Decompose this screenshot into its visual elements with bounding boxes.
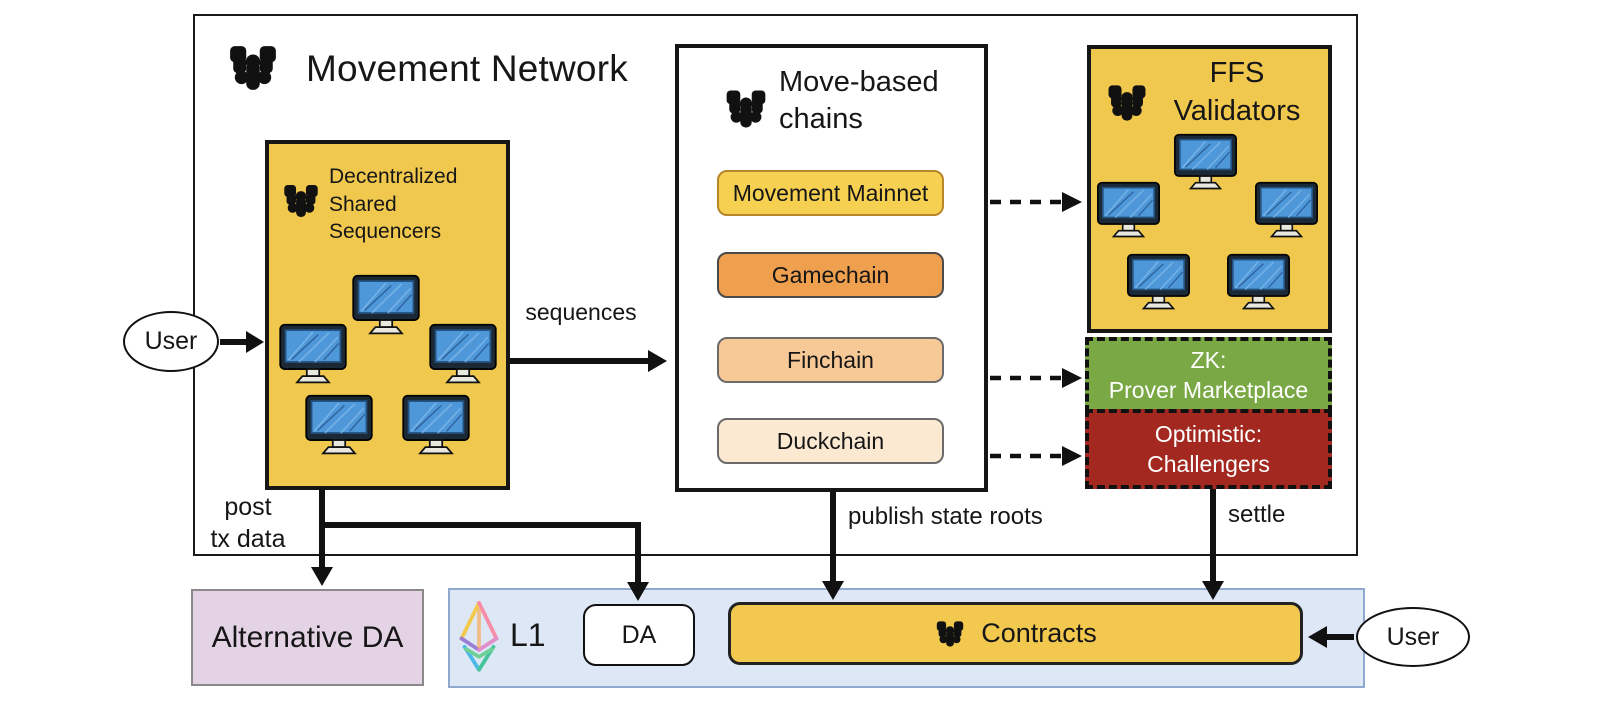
chain-label: Finchain: [787, 346, 874, 373]
chain-duckchain: Duckchain: [717, 418, 944, 464]
da-label: DA: [621, 620, 657, 649]
settle-edge-label: settle: [1228, 501, 1286, 528]
movement-logo-icon: [1105, 82, 1149, 124]
page-title: Movement Network: [306, 48, 628, 89]
publish-state-roots-edge-label: publish state roots: [848, 503, 1043, 530]
computer-monitor-icon: [303, 394, 375, 456]
computer-monitor-icon: [400, 394, 472, 456]
zk-label-line2: Prover Marketplace: [1108, 377, 1309, 403]
post-tx-data-edge-label: post tx data: [198, 492, 298, 555]
move-chains-box: Move-based chains Movement Mainnet Gamec…: [675, 44, 988, 492]
zk-prover-marketplace-box: ZK: Prover Marketplace: [1085, 337, 1332, 413]
chain-finchain: Finchain: [717, 337, 944, 383]
optimistic-challengers-box: Optimistic: Challengers: [1085, 409, 1332, 489]
alternative-da-box: Alternative DA: [191, 589, 424, 686]
movement-logo-icon: [226, 42, 280, 94]
chain-movement-mainnet: Movement Mainnet: [717, 170, 944, 216]
user-right-oval: User: [1356, 607, 1470, 667]
l1-label: L1: [510, 617, 546, 653]
sequences-edge-label: sequences: [525, 299, 637, 325]
computer-monitor-icon: [277, 323, 349, 385]
optimistic-label-line2: Challengers: [1147, 451, 1270, 477]
alternative-da-label: Alternative DA: [211, 620, 404, 654]
ffs-validators-title: FFS Validators: [1173, 57, 1301, 127]
l1-box: L1 DA Contracts: [448, 588, 1365, 688]
computer-monitor-icon: [1125, 253, 1192, 311]
da-box: DA: [583, 604, 695, 666]
post-tx-line1: post: [224, 493, 272, 521]
optimistic-label-line1: Optimistic:: [1154, 420, 1263, 447]
chain-label: Duckchain: [776, 427, 885, 454]
sequencers-box: Decentralized Shared Sequencers: [265, 140, 510, 490]
user-label: User: [1386, 622, 1440, 651]
chain-label: Movement Mainnet: [732, 179, 929, 206]
computer-monitor-icon: [1095, 181, 1162, 239]
computer-monitor-icon: [1253, 181, 1320, 239]
chain-gamechain: Gamechain: [717, 252, 944, 298]
post-tx-line2: tx data: [210, 524, 286, 553]
sequencers-label: Decentralized Shared Sequencers: [329, 165, 458, 244]
movement-logo-icon: [934, 619, 966, 649]
contracts-label: Contracts: [981, 618, 1097, 648]
ffs-validators-box: FFS Validators: [1087, 45, 1332, 333]
user-label: User: [144, 327, 198, 355]
ethereum-logo-icon: [456, 599, 502, 675]
contracts-box: Contracts: [728, 602, 1303, 665]
computer-monitor-icon: [1225, 253, 1292, 311]
move-chains-title: Move-based chains: [779, 66, 939, 136]
computer-monitor-icon: [427, 323, 499, 385]
zk-label-line1: ZK:: [1190, 346, 1227, 373]
chain-label: Gamechain: [771, 261, 890, 288]
computer-monitor-icon: [1172, 133, 1239, 191]
computer-monitor-icon: [350, 274, 422, 336]
movement-logo-icon: [281, 182, 321, 220]
movement-logo-icon: [723, 87, 769, 131]
user-left-oval: User: [123, 311, 219, 372]
